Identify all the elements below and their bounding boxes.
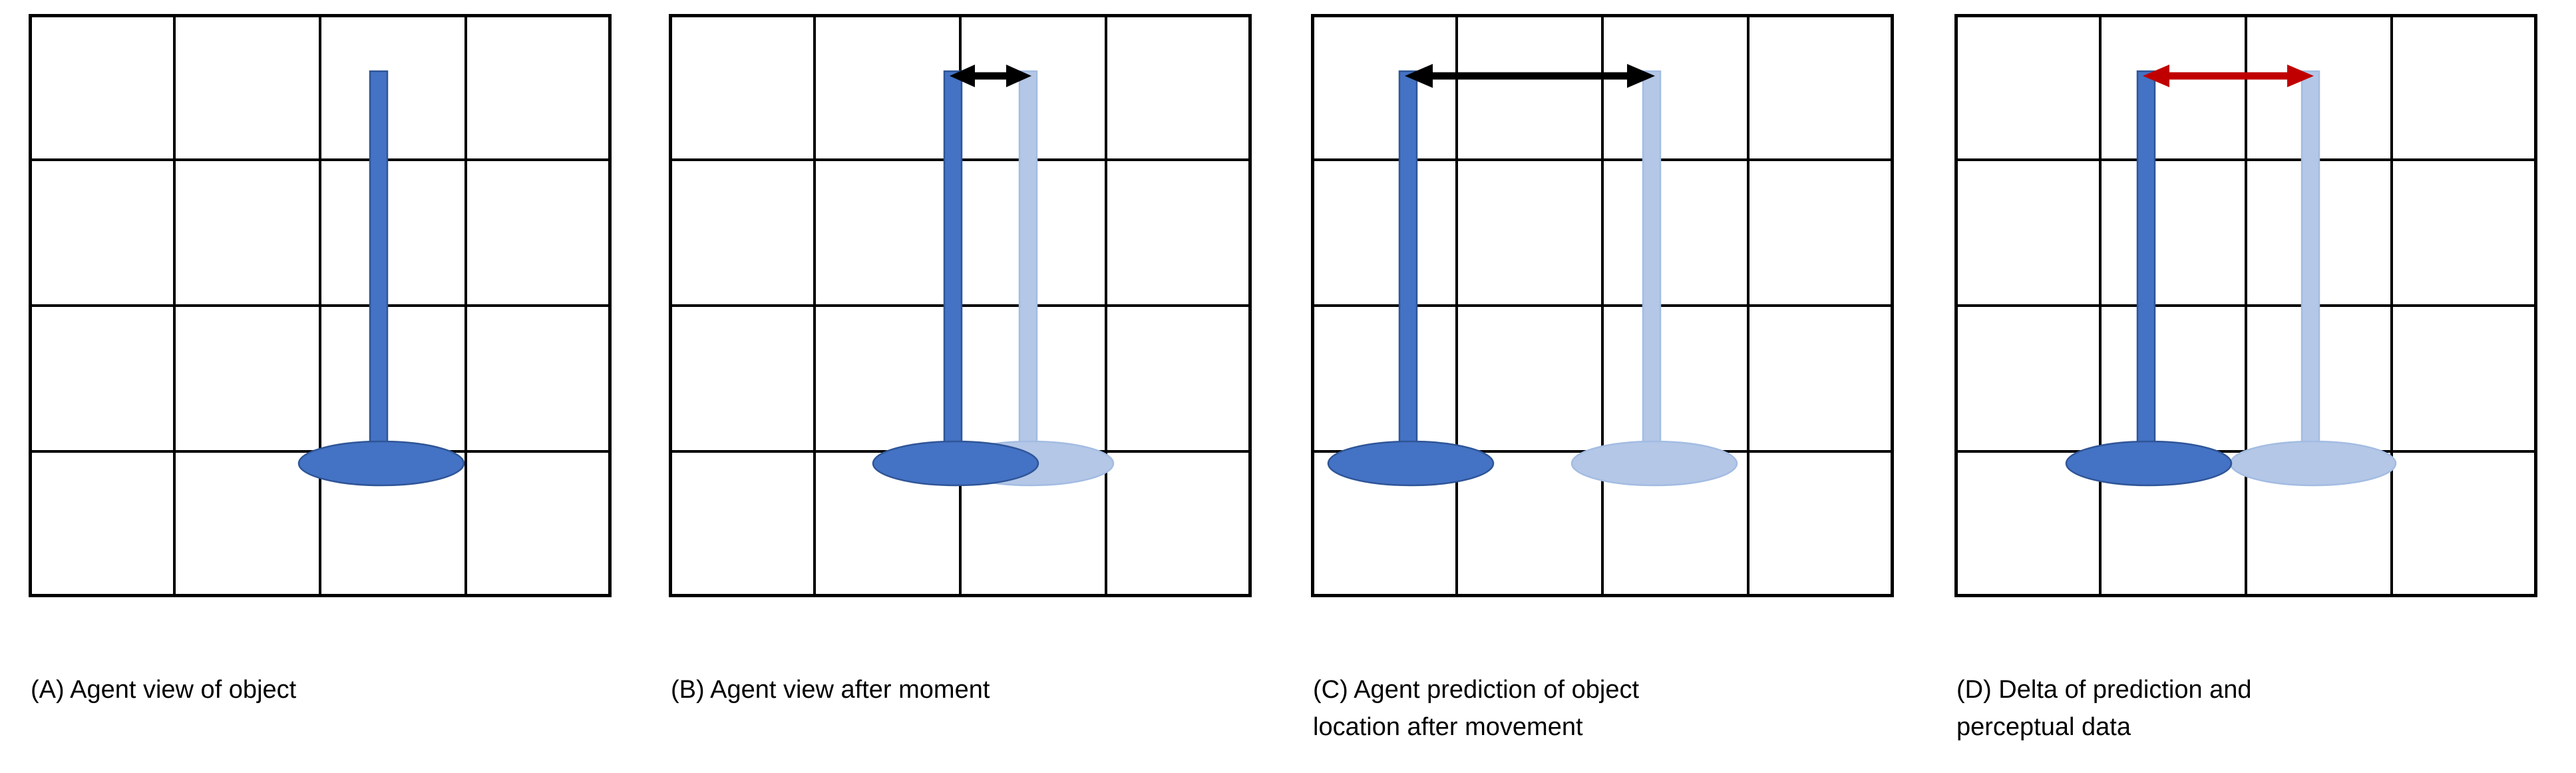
object-perceived-base	[1327, 440, 1495, 487]
object-perceived-stem	[2136, 70, 2156, 475]
caption-d: (D) Delta of prediction and perceptual d…	[1956, 676, 2252, 741]
object-predicted-base	[1570, 440, 1738, 487]
panel-a: (A) Agent view of object	[0, 0, 644, 773]
grid-stage-b	[669, 14, 1252, 597]
delta-arrow-head-right	[2287, 65, 2314, 87]
movement-arrow-head-left	[950, 65, 975, 87]
object-predicted	[2229, 70, 2397, 487]
movement-arrow	[950, 65, 1031, 87]
object-perceived-stem	[369, 70, 389, 475]
scene-c	[1327, 64, 1738, 487]
object-previous-stem	[1018, 70, 1038, 475]
delta-arrow-head-left	[2143, 65, 2169, 87]
movement-arrow-head-right	[1006, 65, 1031, 87]
object-perceived	[2065, 70, 2233, 487]
caption-b: (B) Agent view after moment	[671, 676, 990, 704]
scene-a	[297, 70, 465, 487]
grid-border	[1311, 14, 1894, 597]
grid-border	[29, 14, 612, 597]
scene-d	[2065, 65, 2397, 487]
object-perceived	[872, 70, 1039, 487]
prediction-arrow-head-left	[1405, 64, 1433, 88]
delta-arrow	[2143, 65, 2314, 87]
object-perceived-base	[2065, 440, 2233, 487]
object-perceived-stem	[1398, 70, 1418, 475]
caption-c: (C) Agent prediction of object location …	[1313, 676, 1640, 741]
object-perceived-base	[872, 440, 1039, 487]
grid-border	[669, 14, 1252, 597]
panel-c: (C) Agent prediction of object location …	[1282, 0, 1927, 773]
object-predicted-base	[2229, 440, 2397, 487]
scene-b	[872, 65, 1115, 487]
object-perceived-stem	[943, 70, 963, 475]
object-perceived	[1327, 70, 1495, 487]
object-predicted-stem	[2300, 70, 2320, 475]
panel-d: (D) Delta of prediction and perceptual d…	[1926, 0, 2570, 773]
object-perceived	[297, 70, 465, 487]
object-previous	[947, 70, 1115, 487]
caption-a: (A) Agent view of object	[31, 676, 297, 704]
prediction-arrow-head-right	[1627, 64, 1655, 88]
grid-border	[1954, 14, 2537, 597]
object-perceived-base	[297, 440, 465, 487]
panel-b: (B) Agent view after moment	[640, 0, 1284, 773]
prediction-arrow	[1405, 64, 1655, 88]
grid-stage-a	[29, 14, 612, 597]
grid-stage-d	[1954, 14, 2537, 597]
object-predicted	[1570, 70, 1738, 487]
grid-stage-c	[1311, 14, 1894, 597]
object-predicted-stem	[1642, 70, 1662, 475]
